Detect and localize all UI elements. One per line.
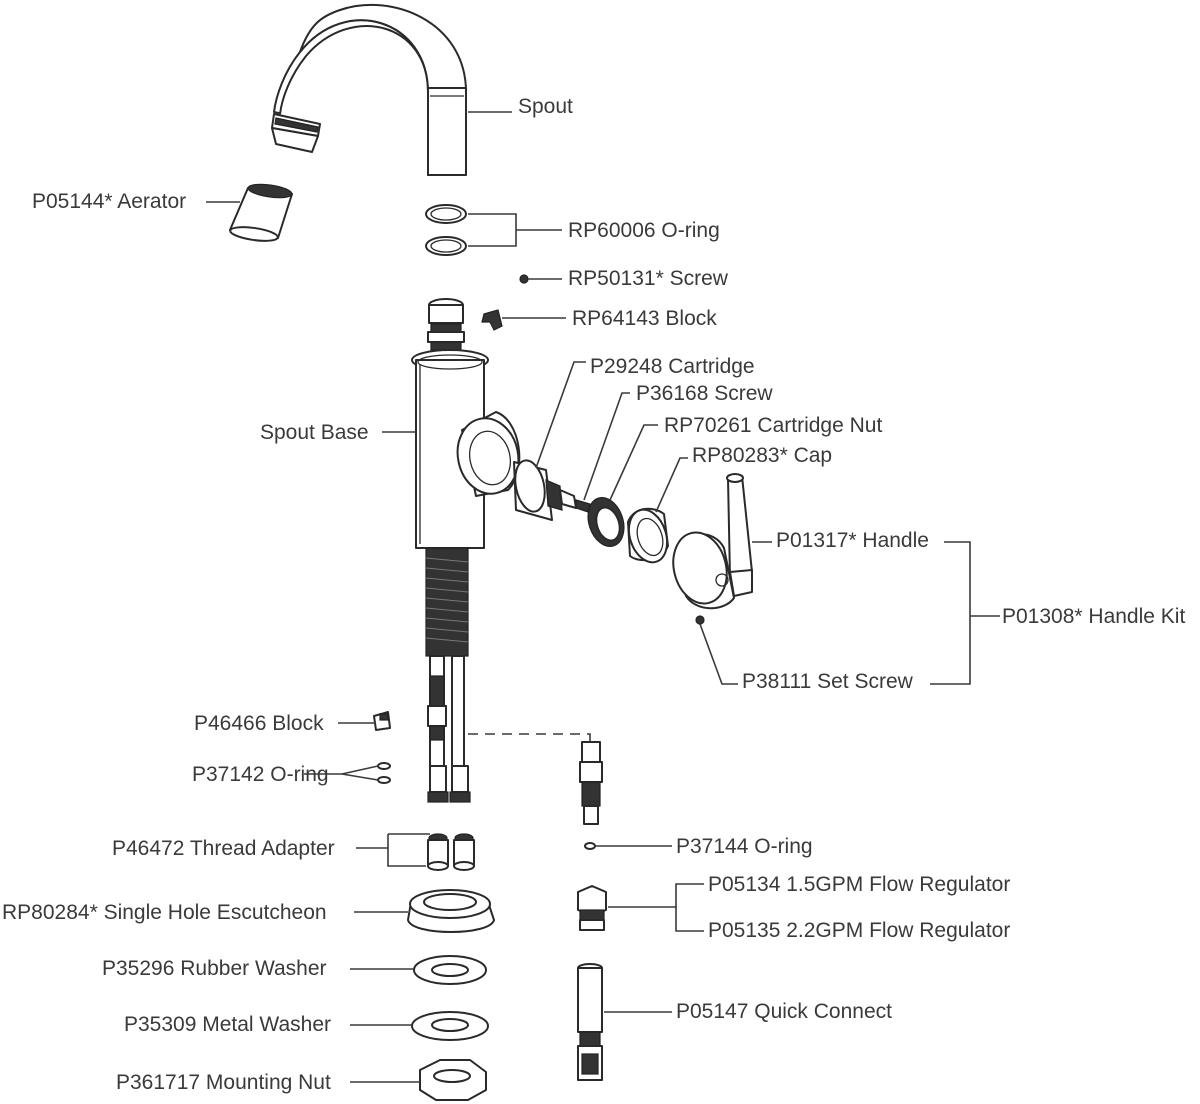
cartridge-nut-part xyxy=(587,497,625,547)
label-spout: Spout xyxy=(518,95,573,118)
cap-part xyxy=(627,507,669,564)
label-mounting-nut: P361717 Mounting Nut xyxy=(116,1071,331,1094)
escutcheon-part xyxy=(407,889,495,933)
aerator-part xyxy=(229,183,293,242)
label-spout-base: Spout Base xyxy=(260,421,369,444)
quick-connect-part xyxy=(577,963,603,1081)
label-spout-oring: RP60006 O-ring xyxy=(568,219,720,242)
label-metal-washer: P35309 Metal Washer xyxy=(124,1013,331,1036)
block-screw-part xyxy=(519,274,529,284)
set-screw-part xyxy=(695,615,705,625)
flow-regulator-part xyxy=(577,885,607,931)
mounting-nut-part xyxy=(419,1059,487,1101)
spout-orings-part xyxy=(425,204,467,256)
label-cartridge-nut: RP70261 Cartridge Nut xyxy=(664,414,882,437)
label-lower-block: P46466 Block xyxy=(194,712,324,735)
label-cartridge: P29248 Cartridge xyxy=(590,355,755,378)
spout-base-part xyxy=(411,298,521,803)
handle-part xyxy=(672,473,753,610)
metal-washer-part xyxy=(411,1011,489,1041)
label-block-screw: RP50131* Screw xyxy=(568,267,729,290)
label-quick-connect: P05147 Quick Connect xyxy=(676,1000,892,1023)
label-cartridge-screw: P36168 Screw xyxy=(636,382,773,405)
label-handle-kit: P01308* Handle Kit xyxy=(1002,605,1185,628)
label-handle: P01317* Handle xyxy=(776,529,929,552)
leader-lines xyxy=(206,111,1000,1083)
label-flow-regulator-22: P05135 2.2GPM Flow Regulator xyxy=(708,919,1010,942)
label-cap: RP80283* Cap xyxy=(692,444,832,467)
label-top-block: RP64143 Block xyxy=(572,307,717,330)
lower-block-part xyxy=(373,711,391,731)
connection-dashed-line xyxy=(468,733,591,742)
label-thread-adapter: P46472 Thread Adapter xyxy=(112,837,335,860)
label-lower-oring: P37142 O-ring xyxy=(192,763,329,786)
thread-adapter-part xyxy=(427,833,475,871)
spout-part xyxy=(271,3,467,176)
hose-end-part xyxy=(579,741,603,825)
cartridge-part xyxy=(513,459,577,521)
label-hose-oring: P37144 O-ring xyxy=(676,835,813,858)
label-set-screw: P38111 Set Screw xyxy=(742,670,914,693)
top-block-part xyxy=(481,309,503,331)
lower-orings-part xyxy=(377,762,391,784)
label-escutcheon: RP80284* Single Hole Escutcheon xyxy=(2,901,327,924)
label-rubber-washer: P35296 Rubber Washer xyxy=(102,957,327,980)
cartridge-screw-part xyxy=(575,499,591,513)
label-flow-regulator-15: P05134 1.5GPM Flow Regulator xyxy=(708,873,1010,896)
label-aerator: P05144* Aerator xyxy=(32,190,186,213)
hose-oring-part xyxy=(584,842,596,850)
rubber-washer-part xyxy=(413,955,487,985)
